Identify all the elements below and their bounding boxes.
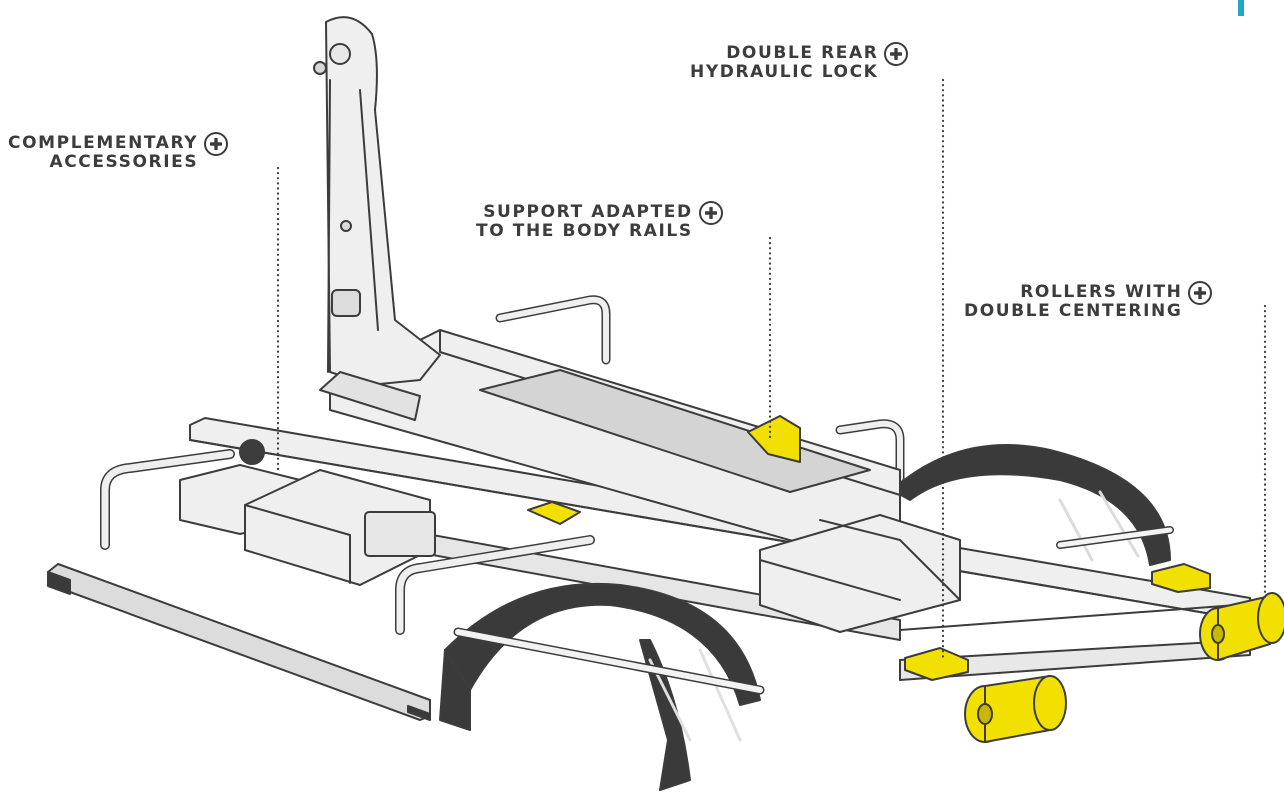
hook-arm — [313, 16, 441, 421]
front-tube-frame — [100, 449, 595, 635]
hydraulic-locks — [904, 563, 1211, 681]
sub-frame — [329, 329, 961, 633]
body-rail-supports — [527, 415, 801, 525]
oil-tank — [179, 439, 436, 586]
plus-circle-icon[interactable] — [204, 132, 229, 156]
mudguard-left — [439, 582, 765, 791]
plus-circle-icon[interactable] — [884, 42, 909, 66]
rear-tube-frame — [495, 295, 905, 483]
plus-circle-icon[interactable] — [698, 201, 723, 225]
plus-circle-icon[interactable] — [1188, 281, 1213, 305]
accessory-bar — [47, 563, 431, 721]
mudguard-right — [891, 444, 1174, 566]
centering-rollers — [964, 592, 1284, 743]
corner-accent — [1238, 0, 1244, 16]
